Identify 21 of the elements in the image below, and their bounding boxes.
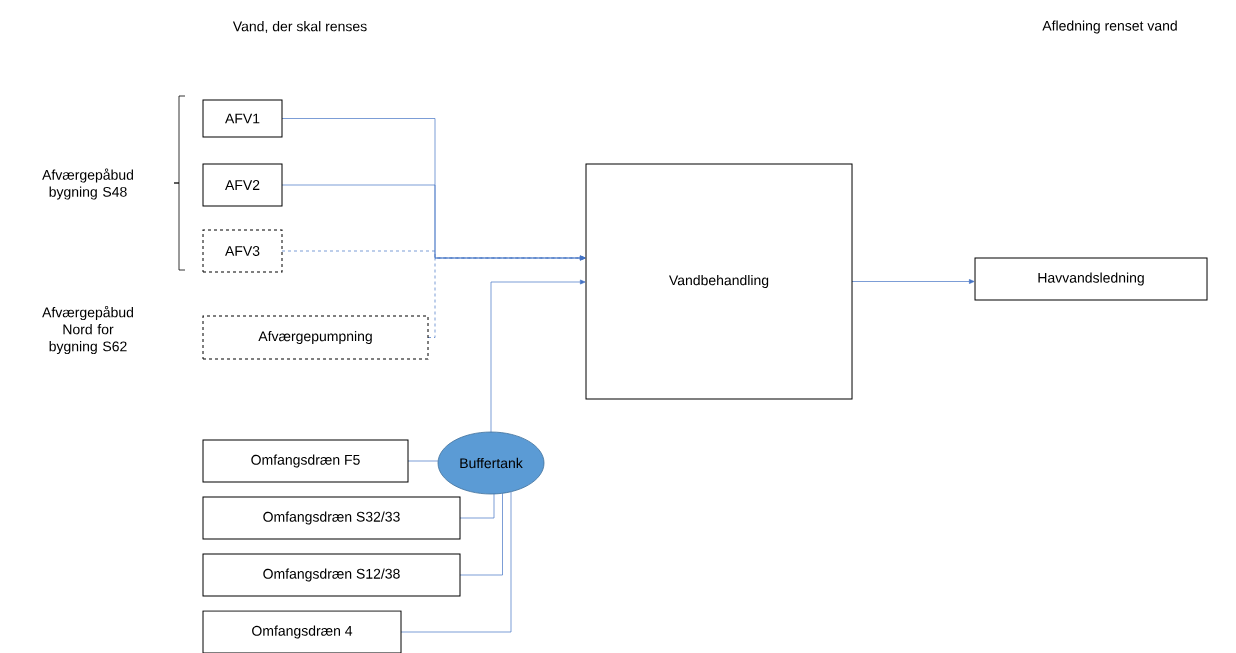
source-box: AFV1	[202, 99, 283, 138]
connector	[490, 279, 586, 433]
connector	[427, 255, 586, 338]
connector	[407, 460, 439, 462]
group-label: Afværgepåbud Nord for bygning S62	[42, 305, 133, 355]
process-box: Vandbehandling	[585, 163, 853, 400]
drain-box: Omfangsdræn 4	[202, 610, 402, 653]
connector	[459, 493, 495, 519]
planned-source-box: AFV3	[202, 229, 283, 273]
column-heading: Afledning renset vand	[1042, 20, 1177, 34]
drain-box: Omfangsdræn S32/33	[202, 496, 461, 540]
connector	[459, 492, 503, 576]
outlet-box: Havvandsledning	[974, 257, 1208, 301]
connector	[400, 491, 512, 633]
drain-box: Omfangsdræn F5	[202, 439, 409, 483]
planned-source-box: Afværgepumpning	[202, 315, 429, 360]
column-heading: Vand, der skal renses	[232, 21, 367, 33]
connector	[851, 279, 975, 284]
drain-box: Omfangsdræn S12/38	[202, 553, 461, 597]
group-label: Afværgepåbud bygning S48	[42, 168, 133, 200]
source-box: AFV2	[202, 163, 283, 207]
